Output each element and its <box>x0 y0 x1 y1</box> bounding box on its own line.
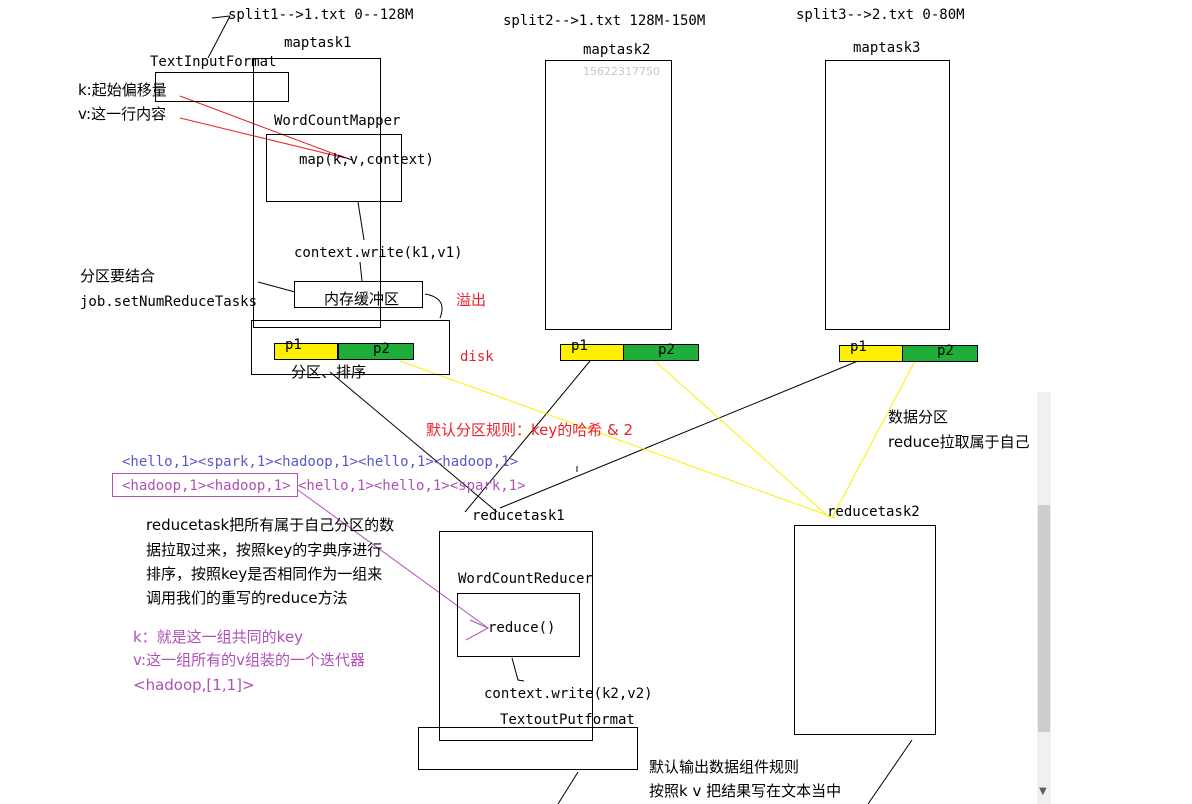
kv-line-1: <hello,1><spark,1><hadoop,1><hello,1><ha… <box>122 454 519 470</box>
reduce-v-desc: v:这一组所有的v组装的一个迭代器 <box>133 651 365 669</box>
reducetask2-box <box>794 525 936 735</box>
partition-sort-label: 分区、排序 <box>291 363 367 381</box>
reduce-desc-line-1: reducetask把所有属于自己分区的数 <box>146 516 395 534</box>
reduce-method-label: reduce() <box>488 620 556 636</box>
split2-label: split2-->1.txt 128M-150M <box>503 13 706 29</box>
mapper-context-write: context.write(k1,v1) <box>294 245 463 261</box>
reducetask1-box <box>439 531 593 741</box>
partition-note-1: 分区要结合 <box>80 267 156 285</box>
split1-label: split1-->1.txt 0--128M <box>228 7 414 23</box>
output-note-line-2: 按照k v 把结果写在文本当中 <box>649 782 842 800</box>
output-note-line-1: 默认输出数据组件规则 <box>649 758 800 776</box>
maptask1-label: maptask1 <box>284 35 352 51</box>
reduce-desc-line-2: 据拉取过来，按照key的字典序进行 <box>146 541 383 559</box>
output-format-box <box>418 727 638 770</box>
reducer-box <box>457 593 580 657</box>
reduce-k-desc: k：就是这一组共同的key <box>133 628 303 646</box>
memory-buffer-label: 内存缓冲区 <box>324 290 400 308</box>
reducer-class-label: WordCountReducer <box>458 571 593 587</box>
split3-label: split3-->2.txt 0-80M <box>796 7 965 23</box>
maptask2-box <box>545 60 672 330</box>
maptask3-partition-p2: p2 <box>902 343 978 362</box>
partition-note-2: job.setNumReduceTasks <box>80 294 258 310</box>
spill-label: 溢出 <box>456 291 487 309</box>
reduce-example: <hadoop,[1,1]> <box>133 676 255 694</box>
p2-label: p2 <box>373 341 390 357</box>
maptask1-box <box>253 58 381 328</box>
p1-label: p1 <box>850 339 867 355</box>
maptask1-partition-p1: p1 <box>274 338 338 360</box>
input-format-box <box>155 72 289 102</box>
mapper-box <box>266 134 402 202</box>
default-partition-rule: 默认分区规则：key的哈希 & 2 <box>426 421 634 439</box>
mapper-class-label: WordCountMapper <box>274 113 401 129</box>
kv-line-2-rest: <hello,1><hello,1><spark,1> <box>298 478 526 494</box>
kv-group-box <box>112 473 298 497</box>
memory-buffer-box <box>294 281 423 308</box>
watermark: 15622317750 <box>583 65 660 78</box>
data-partition-title: 数据分区 <box>888 408 949 426</box>
maptask3-partition-p1: p1 <box>839 340 903 362</box>
map-method-label: map(k,v,context) <box>299 152 434 168</box>
reduce-desc-line-4: 调用我们的重写的reduce方法 <box>146 589 348 607</box>
k-offset-desc: k:起始偏移量 <box>78 81 167 99</box>
disk-box <box>251 320 450 375</box>
maptask2-partition-p2: p2 <box>623 342 699 361</box>
output-format-label: TextoutPutformat <box>500 712 635 728</box>
maptask2-label: maptask2 <box>583 42 651 58</box>
reducetask2-label: reducetask2 <box>827 504 920 520</box>
p2-label: p2 <box>937 343 954 359</box>
maptask3-label: maptask3 <box>853 40 921 56</box>
p1-label: p1 <box>285 337 302 353</box>
maptask1-partition-p2: p2 <box>338 341 414 360</box>
p2-label: p2 <box>658 342 675 358</box>
disk-label: disk <box>460 349 494 365</box>
kv-line-2-group: <hadoop,1><hadoop,1> <box>122 478 291 494</box>
maptask2-partition-p1: p1 <box>560 339 624 361</box>
v-line-desc: v:这一行内容 <box>78 105 167 123</box>
data-partition-desc: reduce拉取属于自己 <box>888 434 1030 450</box>
p1-label: p1 <box>571 338 588 354</box>
input-format-label: TextInputFormat <box>150 54 277 70</box>
reducetask1-label: reducetask1 <box>472 508 565 524</box>
scrollbar-thumb[interactable] <box>1038 505 1050 732</box>
scroll-down-arrow-icon[interactable]: ▼ <box>1039 786 1047 797</box>
reduce-desc-line-3: 排序，按照key是否相同作为一组来 <box>146 565 383 583</box>
reducer-context-write: context.write(k2,v2) <box>484 686 653 702</box>
maptask3-box <box>825 60 950 330</box>
